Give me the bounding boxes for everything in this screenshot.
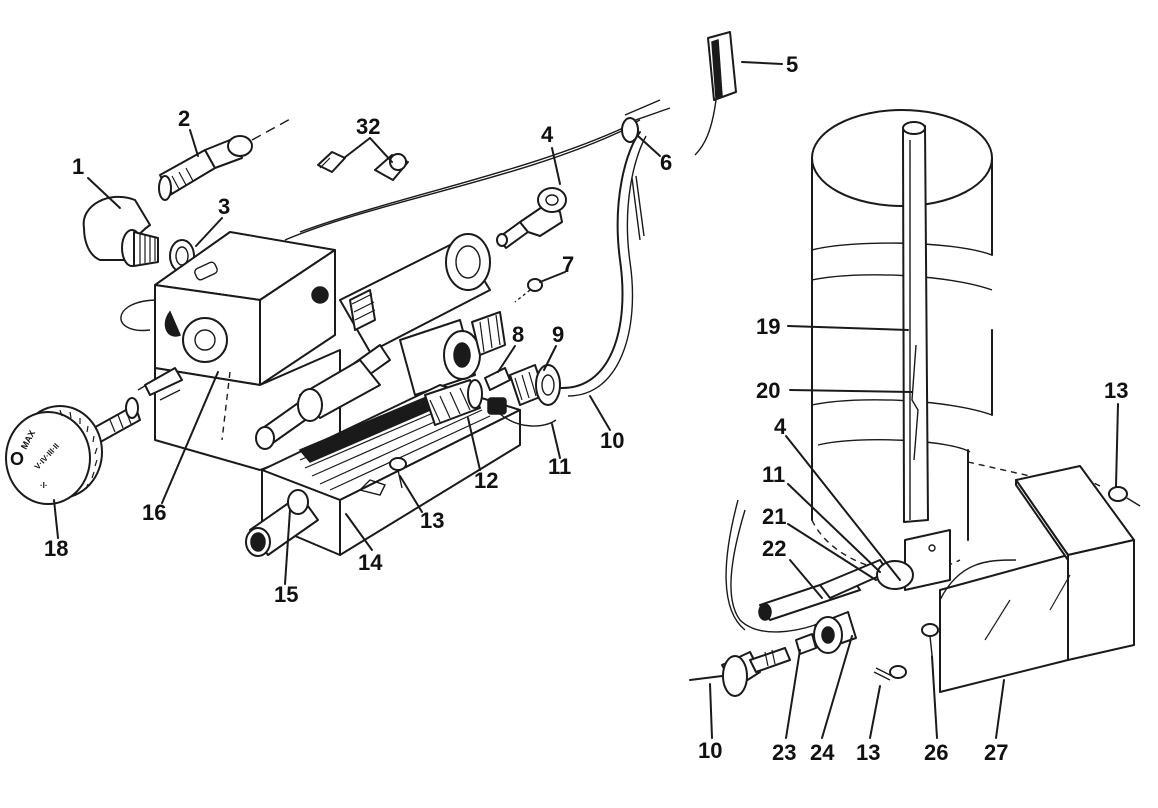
- callout-18: 18: [44, 536, 68, 561]
- dial-off-mark: O: [10, 449, 24, 469]
- wire-6b: [629, 107, 671, 123]
- callout-labels: 1 2 32 3 4 5 6 7 8 9 10 11 12 13 14 15 1…: [44, 52, 1128, 765]
- threaded-fitting-part-2: [158, 117, 293, 201]
- control-knob-part-18: [5, 367, 183, 505]
- thermocouple-wire: [284, 127, 629, 241]
- pilot-tube-inner: [567, 135, 647, 397]
- burner-pipe-body: [339, 233, 506, 396]
- screw-part-13-left: [389, 457, 407, 489]
- dial-low-mark: ·I·: [40, 481, 48, 490]
- callout-15: 15: [274, 582, 298, 607]
- callout-24: 24: [810, 740, 835, 765]
- callout-16: 16: [142, 500, 166, 525]
- callout-12: 12: [474, 468, 498, 493]
- callout-4-right: 4: [774, 414, 787, 439]
- callout-5: 5: [786, 52, 798, 77]
- leader-lines: [53, 129, 1119, 739]
- callout-20: 20: [756, 378, 780, 403]
- screws-part-32: [317, 151, 409, 181]
- screw-part-26: [921, 623, 939, 656]
- callout-11-right: 11: [762, 462, 785, 487]
- callout-9: 9: [552, 322, 564, 347]
- callout-10-right: 10: [698, 738, 722, 763]
- igniter-button-part-15: [245, 489, 319, 557]
- thermocouple-wire-2: [299, 119, 641, 233]
- pilot-bracket-part-5: [694, 31, 783, 156]
- elbow-fitting-part-1: [82, 195, 159, 267]
- callout-13: 13: [420, 508, 444, 533]
- callout-8: 8: [512, 322, 524, 347]
- heat-shield-part-27: [939, 461, 1135, 693]
- callout-32: 32: [356, 114, 380, 139]
- callout-2: 2: [178, 106, 190, 131]
- fittings-parts-8-9: [484, 364, 561, 406]
- tube-outline: [811, 157, 993, 541]
- callout-14: 14: [358, 550, 383, 575]
- callout-6: 6: [660, 150, 672, 175]
- callout-1: 1: [72, 154, 84, 179]
- callout-13-right: 13: [1104, 378, 1128, 403]
- wire-6c: [631, 175, 645, 241]
- gas-valve-assembly: [5, 99, 671, 557]
- valve-body-part-16: [154, 231, 341, 471]
- callout-22: 22: [762, 536, 786, 561]
- callout-27: 27: [984, 740, 1008, 765]
- injector-parts-11-12: [424, 379, 557, 427]
- callout-26: 26: [924, 740, 948, 765]
- callout-10: 10: [600, 428, 624, 453]
- screw-part-13-right: [1079, 475, 1141, 507]
- wire-6a: [624, 99, 661, 116]
- callout-13-lower: 13: [856, 740, 880, 765]
- callout-23: 23: [772, 740, 796, 765]
- burner-tube-assembly: [689, 109, 1141, 697]
- callout-7: 7: [562, 252, 574, 277]
- thermocouple-fitting-part-4: [496, 187, 567, 249]
- control-shaft: [159, 344, 391, 450]
- wire-loop: [120, 299, 159, 332]
- callout-4: 4: [541, 122, 554, 147]
- callout-11: 11: [548, 454, 571, 479]
- callout-3: 3: [218, 194, 230, 219]
- callout-21: 21: [762, 504, 786, 529]
- clip-part-6: [621, 117, 639, 143]
- screw-part-7: [514, 278, 543, 303]
- callout-19: 19: [756, 314, 780, 339]
- screw-part-13-lower: [873, 665, 907, 681]
- pilot-tube: [559, 131, 641, 390]
